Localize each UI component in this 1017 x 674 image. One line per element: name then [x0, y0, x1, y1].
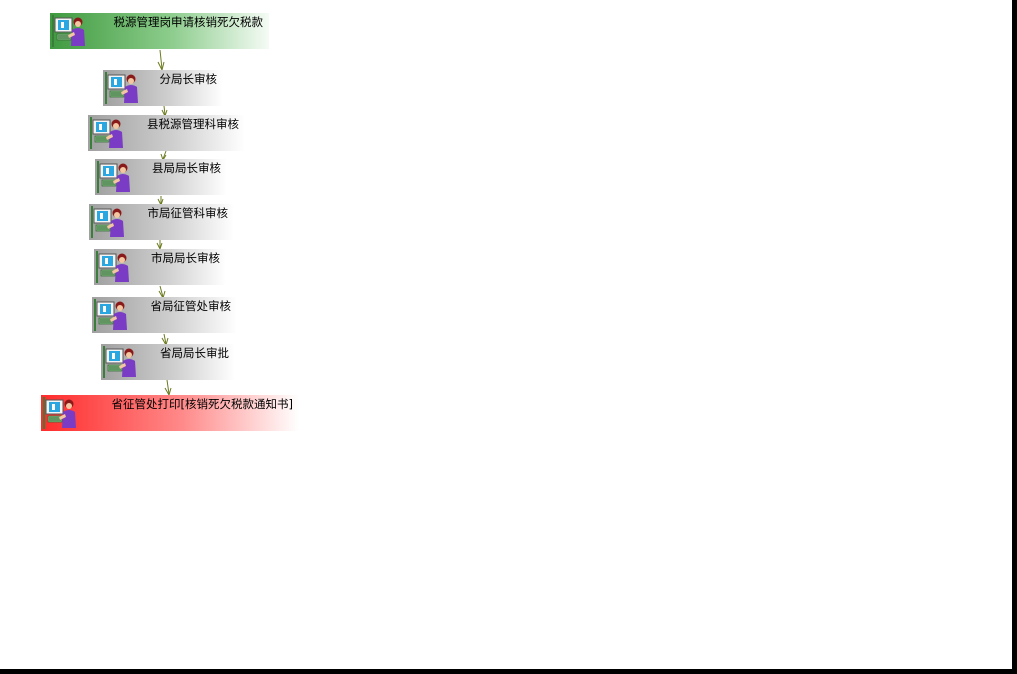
user-at-computer-icon: [103, 346, 137, 378]
user-at-computer-icon: [105, 72, 139, 104]
step-label: 市局局长审核: [151, 251, 220, 265]
user-at-computer-icon: [96, 251, 130, 283]
workflow-step-province-admin-dept-review[interactable]: 省局征管处审核: [92, 297, 237, 333]
user-at-computer-icon: [43, 397, 77, 429]
step-label: 税源管理岗申请核销死欠税款: [113, 15, 264, 29]
workflow-step-apply[interactable]: 税源管理岗申请核销死欠税款: [50, 13, 269, 49]
step-label: 省征管处打印[核销死欠税款通知书]: [111, 397, 293, 411]
flow-arrow: [159, 49, 163, 70]
workflow-step-county-director-review[interactable]: 县局局长审核: [95, 159, 227, 195]
user-at-computer-icon: [90, 117, 124, 149]
step-label: 县税源管理科审核: [147, 117, 239, 131]
step-label: 县局局长审核: [152, 161, 221, 175]
workflow-step-branch-director-review[interactable]: 分局长审核: [103, 70, 223, 106]
user-at-computer-icon: [97, 161, 131, 193]
step-label: 省局征管处审核: [150, 299, 232, 313]
step-label: 省局局长审批: [160, 346, 229, 360]
workflow-step-province-director-approval[interactable]: 省局局长审批: [101, 344, 235, 380]
user-at-computer-icon: [91, 206, 125, 238]
workflow-step-county-tax-section-review[interactable]: 县税源管理科审核: [88, 115, 245, 151]
window-frame-right: [1012, 0, 1017, 674]
flow-arrow: [163, 105, 166, 116]
workflow-step-city-admin-section-review[interactable]: 市局征管科审核: [89, 204, 234, 240]
workflow-step-print-notice[interactable]: 省征管处打印[核销死欠税款通知书]: [41, 395, 299, 431]
flow-arrow: [159, 285, 164, 298]
flow-arrow: [162, 150, 167, 160]
workflow-step-city-director-review[interactable]: 市局局长审核: [94, 249, 226, 285]
user-at-computer-icon: [52, 15, 86, 47]
user-at-computer-icon: [94, 299, 128, 331]
step-label: 分局长审核: [159, 72, 218, 86]
flow-arrow: [163, 333, 167, 345]
flow-arrow: [166, 379, 170, 395]
step-label: 市局征管科审核: [147, 206, 229, 220]
window-frame-bottom: [0, 669, 1017, 674]
